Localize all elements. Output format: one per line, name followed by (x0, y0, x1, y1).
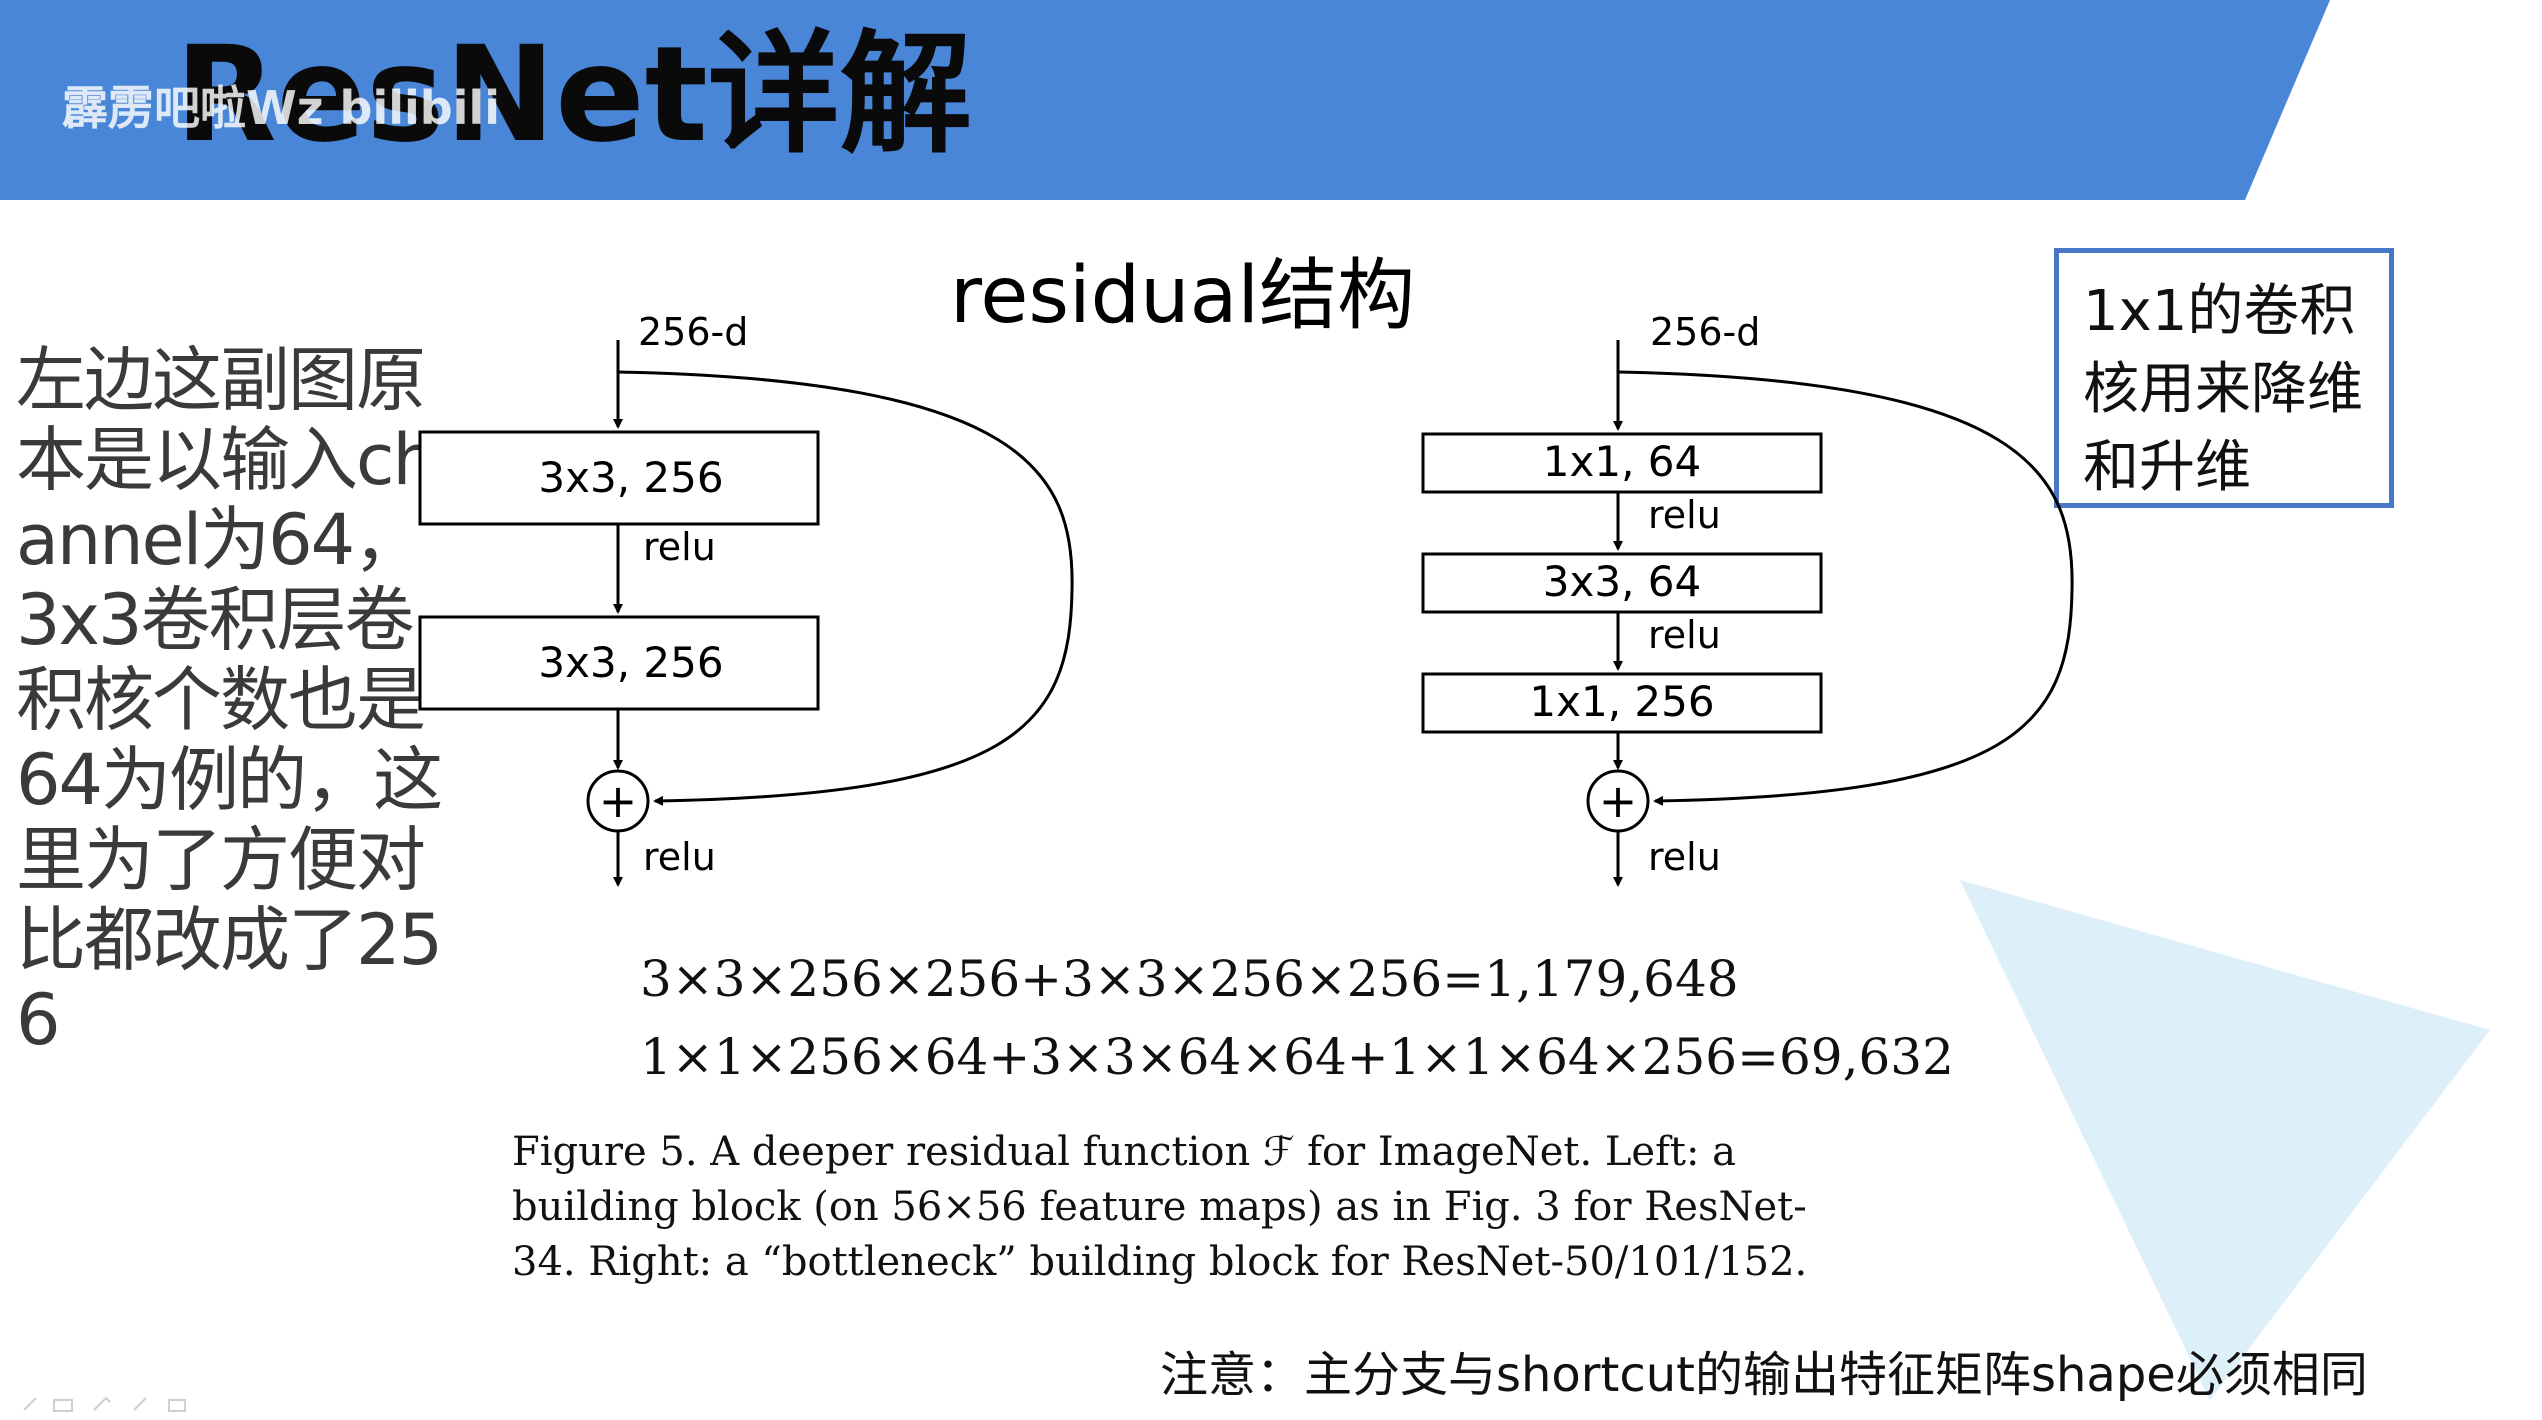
right-layer-label-2: 3x3, 64 (1543, 557, 1701, 606)
left-layer-label-2: 3x3, 256 (538, 638, 723, 687)
back-arrow-icon[interactable] (23, 1397, 37, 1411)
equation-right-params: 1×1×256×64+3×3×64×64+1×1×64×256=69,632 (640, 1028, 1954, 1086)
callout-box: 1x1的卷积核用来降维和升维 (2054, 248, 2394, 508)
left-relu-label-1: relu (643, 525, 716, 569)
right-relu-label-1: relu (1648, 493, 1721, 537)
footer-note: 注意：主分支与shortcut的输出特征矩阵shape必须相同 (1160, 1347, 2368, 1403)
slideshow-toolbar (23, 1396, 186, 1412)
right-layer-label-1: 1x1, 64 (1543, 437, 1701, 486)
watermark-logo: 霹雳吧啦Wz bilibili (62, 81, 500, 135)
right-relu-label-3: relu (1648, 835, 1721, 879)
figure-caption: Figure 5. A deeper residual function ℱ f… (512, 1125, 1808, 1290)
pen-icon[interactable] (93, 1396, 111, 1411)
page-title: ResNet详解 (175, 18, 972, 172)
right-input-label: 256-d (1650, 310, 1760, 354)
left-layer-label-1: 3x3, 256 (538, 453, 723, 502)
menu-icon[interactable] (168, 1399, 186, 1412)
pointer-icon[interactable] (133, 1397, 147, 1411)
header-banner (0, 0, 2330, 200)
left-input-label: 256-d (638, 310, 748, 354)
left-add-symbol: + (599, 774, 638, 828)
slides-icon[interactable] (53, 1399, 73, 1412)
right-shortcut-connection (1617, 370, 2074, 806)
left-explanation-text: 左边这副图原本是以输入channel为64，3x3卷积层卷积核个数也是64为例的… (16, 339, 443, 1061)
right-layer-box-1 (1421, 432, 1823, 494)
diagram-title: residual结构 (950, 251, 1416, 341)
caption-line-2: building block (on 56×56 feature maps) a… (512, 1184, 1807, 1230)
decorative-triangle (1960, 880, 2490, 1400)
right-add-symbol: + (1599, 774, 1638, 828)
left-building-block: 256-d 3x3, 256 relu 3x3, 256 + relu (418, 310, 1074, 887)
equation-left-params: 3×3×256×256+3×3×256×256=1,179,648 (640, 950, 1739, 1008)
caption-line-1: Figure 5. A deeper residual function ℱ f… (512, 1129, 1737, 1175)
right-bottleneck-block: 256-d 1x1, 64 relu 3x3, 64 relu 1x1, 256… (1421, 310, 2074, 887)
right-relu-label-2: relu (1648, 613, 1721, 657)
left-layer-box-2 (418, 615, 820, 711)
banner-shape (0, 0, 2330, 200)
left-relu-label-2: relu (643, 835, 716, 879)
right-layer-label-3: 1x1, 256 (1529, 677, 1714, 726)
caption-line-3: 34. Right: a “bottleneck” building block… (512, 1239, 1808, 1285)
right-layer-box-2 (1421, 552, 1823, 614)
right-layer-box-3 (1421, 672, 1823, 734)
left-shortcut-connection (617, 370, 1074, 806)
